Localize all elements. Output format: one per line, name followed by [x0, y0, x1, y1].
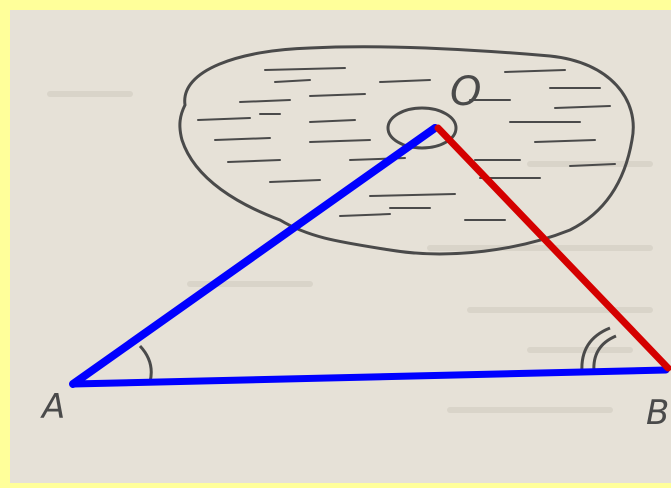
segment-ao — [69, 124, 439, 388]
angle-arc-b-outer — [580, 326, 611, 373]
diagram-canvas — [47, 45, 671, 413]
label-point-a: A — [42, 387, 66, 427]
segment-ob — [434, 124, 671, 372]
angle-arc-b-inner — [592, 334, 617, 373]
lake-hatching — [197, 67, 616, 221]
label-point-o: O — [450, 69, 482, 115]
island-outline — [386, 106, 458, 150]
background-print — [47, 91, 653, 413]
angle-arc-a — [138, 344, 153, 383]
segment-ab — [69, 366, 670, 388]
lake-outline — [178, 45, 635, 256]
label-point-b: B — [646, 393, 670, 433]
paper-sheet: O A B — [10, 10, 671, 483]
